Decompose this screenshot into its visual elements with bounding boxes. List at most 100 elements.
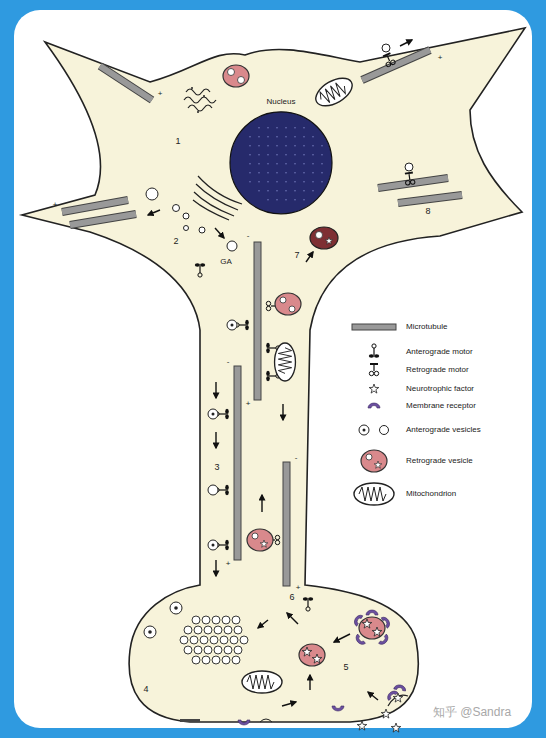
art-circle <box>363 429 366 432</box>
chromatin-dot <box>294 181 295 182</box>
art-circle <box>212 656 220 664</box>
art-use <box>242 671 282 693</box>
art-circle <box>202 616 210 624</box>
art-circle <box>359 425 369 435</box>
art-use <box>381 709 391 718</box>
art-use <box>260 540 268 547</box>
art-circle <box>199 227 205 233</box>
chromatin-dot <box>312 172 313 173</box>
art-use <box>391 723 401 732</box>
polarity-sign: + <box>226 560 231 569</box>
callout-number: 6 <box>289 593 294 603</box>
art-path <box>260 719 272 722</box>
legend-entry: Mitochondrion <box>406 490 456 499</box>
art-line <box>287 613 298 624</box>
art-line <box>362 50 430 80</box>
chromatin-dot <box>285 163 286 164</box>
chromatin-dot <box>285 181 286 182</box>
chromatin-dot <box>321 172 322 173</box>
art-circle <box>316 232 323 239</box>
art-circle <box>227 241 237 251</box>
art-circle <box>208 540 218 550</box>
chromatin-dot <box>258 154 259 155</box>
chromatin-dot <box>249 154 250 155</box>
art-line <box>148 210 160 215</box>
chromatin-dot <box>294 145 295 146</box>
art-use <box>275 343 296 381</box>
art-use <box>325 237 333 244</box>
polarity-sign: + <box>158 90 163 99</box>
chromatin-dot <box>267 163 268 164</box>
art-circle <box>224 626 232 634</box>
art-circle <box>148 630 152 634</box>
chromatin-dot <box>267 181 268 182</box>
art-line <box>62 200 128 212</box>
polarity-sign: + <box>53 201 58 210</box>
legend-entry: Neurotrophic factor <box>406 385 474 394</box>
chromatin-dot <box>312 145 313 146</box>
chromatin-dot <box>285 190 286 191</box>
art-circle <box>405 163 413 171</box>
art-circle <box>232 616 240 624</box>
art-circle <box>184 646 192 654</box>
art-circle <box>212 413 215 416</box>
legend-label: Retrograde vesicle <box>406 456 473 465</box>
art-circle <box>203 95 205 97</box>
art-rect <box>180 719 200 722</box>
axon-microtubules <box>234 242 290 586</box>
nucleus-body <box>230 112 332 214</box>
art-circle <box>380 426 389 435</box>
art-use <box>393 693 403 702</box>
nucleus-shape: Nucleus <box>226 98 336 215</box>
art-use <box>238 720 250 725</box>
art-use <box>359 617 385 639</box>
legend-entry: Anterograde motor <box>406 348 473 357</box>
legend-label: Anterograde vesicles <box>406 425 481 434</box>
art-use <box>372 627 382 636</box>
golgi-label: GA <box>220 258 232 267</box>
nucleus-label: Nucleus <box>226 98 336 107</box>
art-use <box>381 615 391 628</box>
chromatin-dot <box>303 181 304 182</box>
art-circle <box>194 646 202 654</box>
polarity-sign: + <box>246 400 251 409</box>
callout-number: 1 <box>175 137 180 147</box>
chromatin-dot <box>258 127 259 128</box>
art-path <box>193 200 229 220</box>
art-circle <box>224 646 232 654</box>
chromatin-dot <box>303 190 304 191</box>
chromatin-dot <box>267 190 268 191</box>
chromatin-dot <box>303 199 304 200</box>
art-line <box>282 702 296 706</box>
legend-label: Mitochondrion <box>406 489 456 498</box>
chromatin-dot <box>294 199 295 200</box>
art-circle <box>208 409 218 419</box>
chromatin-dot <box>267 136 268 137</box>
chromatin-dot <box>285 136 286 137</box>
chromatin-dot <box>249 163 250 164</box>
chromatin-dot <box>294 163 295 164</box>
art-line <box>100 66 152 100</box>
chromatin-dot <box>294 190 295 191</box>
art-circle <box>204 646 212 654</box>
art-circle <box>289 306 295 312</box>
chromatin-dot <box>276 127 277 128</box>
art-circle <box>194 626 202 634</box>
polarity-sign: - <box>227 358 230 367</box>
chromatin-dot <box>303 145 304 146</box>
legend-label: Microtubule <box>406 322 447 331</box>
art-g <box>180 616 248 664</box>
art-circle <box>192 656 200 664</box>
art-circle <box>210 636 218 644</box>
art-circle <box>230 636 238 644</box>
art-path <box>186 89 210 95</box>
art-use <box>352 613 362 626</box>
art-circle <box>232 656 240 664</box>
art-circle <box>214 646 222 654</box>
art-circle <box>208 485 218 495</box>
art-circle <box>222 656 230 664</box>
terminal-contents <box>144 597 408 732</box>
chromatin-dot <box>276 181 277 182</box>
art-circle <box>280 297 286 303</box>
chromatin-dot <box>267 145 268 146</box>
